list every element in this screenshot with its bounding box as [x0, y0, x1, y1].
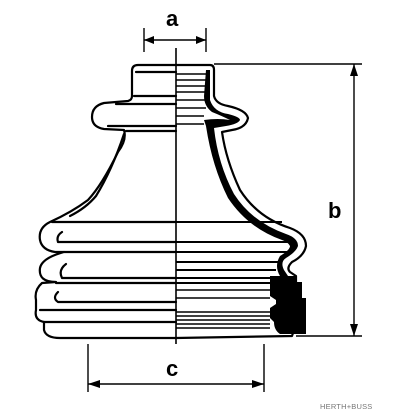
brand-watermark: HERTH+BUSS	[320, 402, 373, 411]
boot-section-half	[175, 63, 308, 340]
dimension-label-c: c	[166, 356, 178, 381]
cone-inner-line	[68, 132, 126, 218]
bellow-fold-4	[59, 262, 178, 280]
dimension-b	[214, 63, 362, 337]
bellow-fold-6	[53, 290, 178, 304]
foot-section-lines	[176, 289, 270, 329]
top-collar-outline	[34, 63, 178, 340]
section-wall-fill	[204, 70, 298, 282]
collar-section-lines	[176, 73, 206, 125]
dimension-label-a: a	[166, 6, 179, 31]
bellow-fold-1	[56, 230, 178, 244]
foot-section-fill	[270, 276, 306, 334]
section-outer-wall	[175, 63, 308, 340]
boot-outer-half	[34, 63, 178, 340]
dimension-a	[143, 28, 207, 52]
dimension-c	[87, 344, 265, 392]
dimension-label-b: b	[328, 198, 341, 223]
bellow-section-lines	[176, 221, 290, 284]
